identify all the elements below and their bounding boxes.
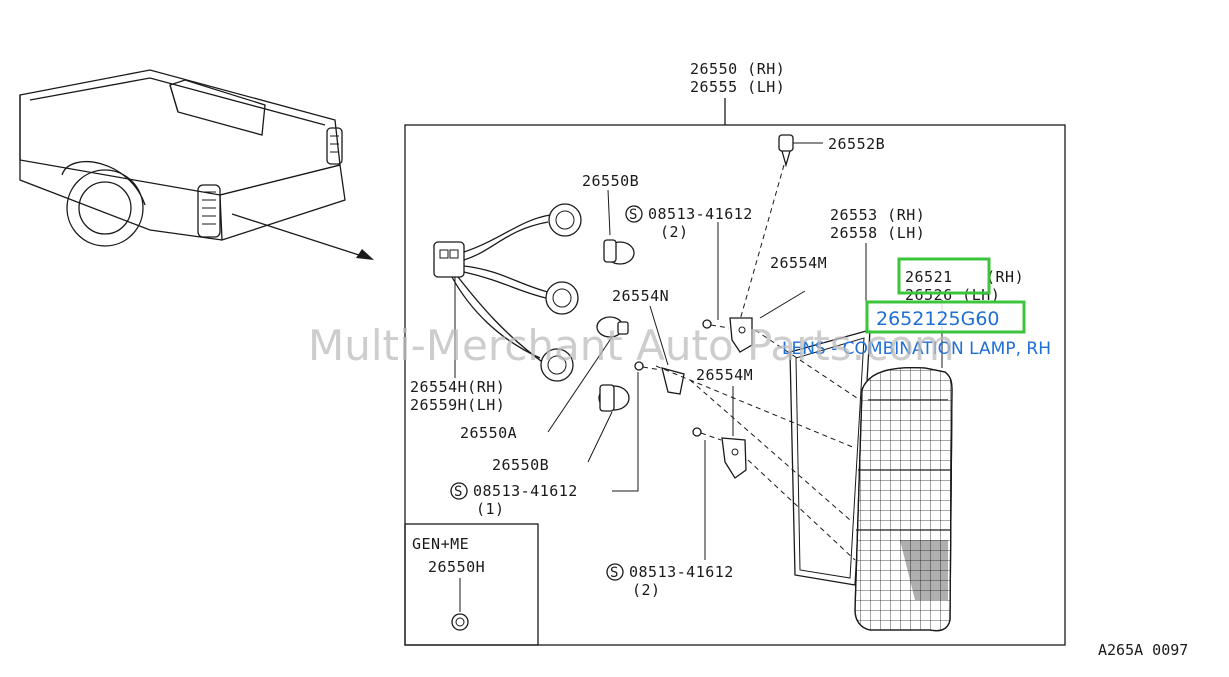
leader-26550b-bottom [587,411,613,463]
screw-26552b [778,134,823,168]
leader-26550a [547,336,613,433]
highlight-part-number-bg [867,302,1024,332]
screw-symbol-top-text: S [629,207,637,223]
part-description[interactable]: LENS - COMBINATION LAMP, RH [782,339,1051,359]
inset-title: GEN+ME [412,535,469,553]
leader-26554n [649,305,669,366]
assembly-rh-label: 26550 (RH) [690,60,785,78]
label-bolt-top: 08513-41612 [648,205,753,223]
screw-symbol-bottom-text: S [610,565,618,581]
guide-line-1 [655,365,856,449]
highlight-box-part-number[interactable] [865,300,1026,334]
guide-line-4 [747,459,856,561]
label-26558-lh: 26558 (LH) [830,224,925,242]
inset-part-label: 26550H [428,558,485,576]
label-26554n: 26554N [612,287,669,305]
truck-illustration [19,69,374,260]
guide-line-2 [689,379,851,521]
assembly-lh-label: 26555 (LH) [690,78,785,96]
gasket-26553 [789,329,871,586]
guide-line-3 [754,329,861,401]
label-26550b-top: 26550B [582,172,639,190]
screw-symbol-top [625,205,643,223]
screw-guide-line [739,164,785,321]
combination-lamp-lens [854,366,953,632]
screw-symbol-bottom [606,563,624,581]
label-26521-side: (RH) [986,268,1024,286]
bracket-26554m-top [729,317,753,353]
leader-bolt-mid [612,372,639,492]
label-bolt-bottom-qty: (2) [632,581,661,599]
bracket-26554n [661,367,685,395]
label-26550b-bottom: 26550B [492,456,549,474]
label-26554h: 26554H(RH) [410,378,505,396]
label-26559h: 26559H(LH) [410,396,505,414]
screw-symbol-mid-text: S [454,484,462,500]
label-bolt-mid: 08513-41612 [473,482,578,500]
label-26526: 26526 (LH) [905,286,1000,304]
bulb-26550a [596,316,629,338]
label-26552b: 26552B [828,135,885,153]
screw-symbol-mid [450,482,468,500]
label-26553-rh: 26553 (RH) [830,206,925,224]
inset-box [404,523,539,646]
highlight-part-number[interactable]: 2652125G60 [876,308,1000,330]
diagram-code: A265A 0097 [1098,641,1188,659]
highlight-box-part[interactable] [897,257,991,295]
leader-26554m-top [759,290,806,319]
bulb-26550b-top [603,239,635,265]
watermark: Multi-Merchant Auto Parts.com [308,321,955,370]
bolt-small-bottom [692,427,722,441]
label-bolt-top-qty: (2) [660,223,689,241]
label-bolt-bottom: 08513-41612 [629,563,734,581]
leader-26550b-top [607,189,611,236]
bulb-26550b-bottom [598,384,630,412]
harness-26554h [433,203,582,382]
label-bolt-mid-qty: (1) [476,500,505,518]
label-26550a: 26550A [460,424,517,442]
label-26521: 26521 [905,268,953,286]
inset-grommet [451,613,469,631]
bolt-small-mid [634,361,662,371]
label-26554m-top: 26554M [770,254,827,272]
bolt-small-top [702,319,730,329]
label-26554m-mid: 26554M [696,366,753,384]
main-frame [404,124,1066,646]
bracket-26554m-mid [721,437,747,479]
